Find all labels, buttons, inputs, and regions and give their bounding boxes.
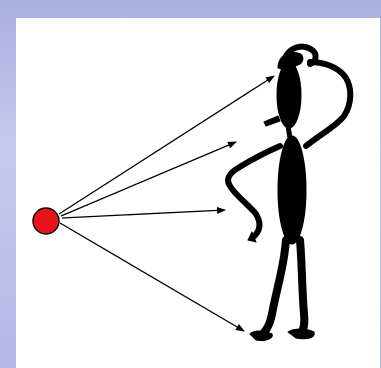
arrow-to-shoulder: [61, 142, 236, 216]
thinking-person-icon: [228, 47, 350, 341]
arrow-to-feet: [60, 223, 244, 331]
arrow-to-torso: [62, 210, 225, 218]
arrow-to-head: [59, 76, 274, 214]
diagram-panel: [16, 18, 380, 368]
diagram-canvas: [16, 18, 380, 368]
source-dot: [33, 208, 59, 234]
